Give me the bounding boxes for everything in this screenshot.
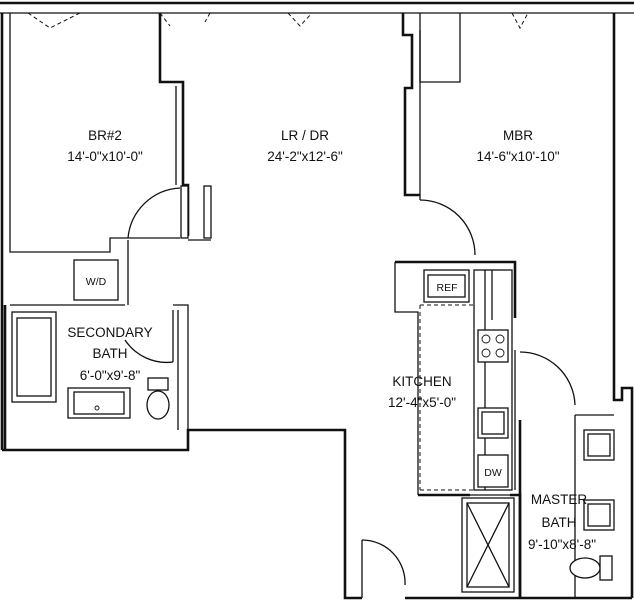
- mbr-door-swing: [419, 199, 476, 256]
- closet-door-br2: [180, 185, 189, 239]
- dishwasher-label: DW: [484, 467, 502, 479]
- br2-dims: 14'-0"x10'-0": [67, 149, 143, 164]
- washer-dryer-label: W/D: [86, 276, 107, 288]
- secondary-bath-name-2: BATH: [92, 346, 127, 361]
- master-bath-name-2: BATH: [541, 515, 576, 530]
- room-labels: BR#2 14'-0"x10'-0" LR / DR 24'-2"x12'-6"…: [67, 128, 596, 552]
- secondary-bath-name-1: SECONDARY: [67, 325, 152, 340]
- master-toilet: [569, 557, 601, 579]
- doors: [27, 12, 576, 598]
- lr-name: LR / DR: [281, 128, 329, 143]
- mbr-dims: 14'-6"x10'-10": [476, 149, 559, 164]
- kitchen-sink: [477, 407, 509, 439]
- secondary-bath-dims: 6'-0"x9'-8": [80, 368, 141, 383]
- master-toilet-tank: [599, 555, 613, 581]
- washer-dryer: [73, 259, 119, 301]
- master-bath-dims: 9'-10"x8'-8": [528, 537, 596, 552]
- secondary-bath-door-swing: [124, 339, 174, 364]
- secondary-toilet: [146, 390, 170, 420]
- bathtub: [11, 311, 57, 403]
- fixtures: W/D REF DW: [11, 259, 615, 593]
- secondary-vanity: [67, 387, 131, 419]
- cooktop: [477, 329, 509, 363]
- lr-dims: 24'-2"x12'-6": [267, 149, 343, 164]
- closet-door-lr: [203, 185, 212, 239]
- refrigerator-label: REF: [437, 282, 458, 294]
- kitchen-dims: 12'-4"x5'-0": [388, 395, 456, 410]
- master-sink-2: [583, 499, 615, 531]
- master-sink-1: [583, 429, 615, 461]
- secondary-toilet-tank: [147, 377, 169, 391]
- master-bath-door-swing: [519, 351, 576, 406]
- kitchen-name: KITCHEN: [392, 374, 451, 389]
- br2-door-swing: [127, 187, 181, 239]
- dishwasher: [477, 454, 509, 488]
- mbr-name: MBR: [503, 128, 533, 143]
- master-bath-name-1: MASTER: [531, 492, 588, 507]
- br2-name: BR#2: [88, 128, 122, 143]
- entry-door-swing: [361, 539, 406, 586]
- kitchen-counter: [473, 269, 513, 491]
